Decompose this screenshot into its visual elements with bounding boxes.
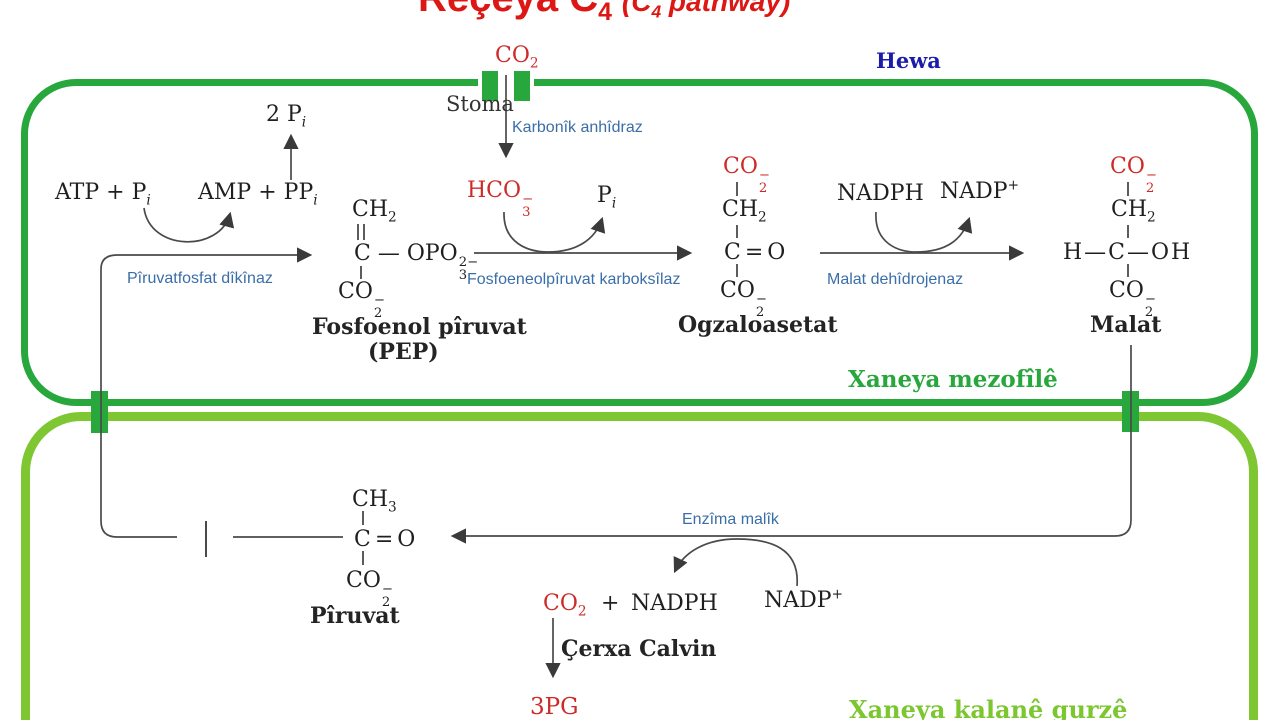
oaa-co2-top: CO−2 — [723, 154, 770, 197]
nadp-label: NADP+ — [940, 177, 1020, 204]
malate-ch2: CH2 — [1111, 197, 1156, 226]
co2-atmospheric-label: CO2 — [495, 43, 539, 72]
stoma-guard-bar-right — [514, 71, 530, 101]
pep-name: Fosfoenol pîruvat — [312, 314, 527, 340]
pyruvate-name: Pîruvat — [310, 603, 400, 629]
oaa-c-o: C=O — [724, 240, 790, 265]
pyruvate-co2: CO−2 — [346, 568, 393, 611]
page-title: Rêçeya C4 (C4 pathway) — [418, 0, 791, 26]
pyruvate-ch3: CH3 — [352, 487, 397, 516]
bundle-sheath-cell-label: Xaneya kalanê gurzê — [849, 695, 1128, 720]
title-paren: (C4 pathway) — [621, 0, 791, 22]
pyruvate-c-o: C=O — [354, 527, 420, 552]
calvin-cycle-label: Çerxa Calvin — [561, 636, 717, 662]
mesophyll-cell-label: Xaneya mezofîlê — [848, 366, 1058, 393]
hco3-label: HCO−3 — [467, 178, 534, 221]
amp-label: AMP + PPi — [198, 180, 318, 209]
two-pi-label: 2 Pi — [266, 102, 307, 131]
malate-hcoh: H—C—OH — [1063, 240, 1193, 265]
malate-co2-top: CO−2 — [1110, 154, 1157, 197]
co2-released-label: CO2 — [543, 591, 587, 620]
nadp-label-lower: NADP+ — [764, 586, 844, 613]
oaa-ch2: CH2 — [722, 197, 767, 226]
threepg-label: 3PG — [530, 694, 579, 720]
pep-abbrev: (PEP) — [368, 339, 439, 365]
pep-co2: CO−2 — [338, 279, 385, 322]
stoma-guard-bar-left — [482, 71, 498, 101]
pepc-enzyme-label: Fosfoeneolpîruvat karboksîlaz — [467, 271, 681, 288]
nadph-label-lower: NADPH — [631, 591, 718, 616]
bundle-sheath-cell-outline — [21, 412, 1258, 720]
atp-label: ATP + Pi — [55, 180, 151, 209]
malate-co2-bottom: CO−2 — [1109, 278, 1156, 321]
malic-enzyme-label: Enzîma malîk — [682, 511, 779, 528]
oaa-co2-bottom: CO−2 — [720, 278, 767, 321]
plasmodesma-left — [91, 391, 108, 433]
air-label: Hewa — [876, 48, 941, 73]
nadph-label: NADPH — [837, 181, 924, 206]
plus-sign: + — [601, 591, 620, 616]
carbonic-anhydrase-label: Karbonîk anhîdraz — [512, 119, 643, 136]
plasmodesma-right — [1122, 391, 1139, 432]
oaa-name: Ogzaloasetat — [678, 312, 838, 338]
mdh-enzyme-label: Malat dehîdrojenaz — [827, 271, 964, 288]
pep-ch2: CH2 — [352, 197, 397, 226]
stoma-label: Stoma — [446, 92, 514, 116]
ppdk-enzyme-label: Pîruvatfosfat dîkînaz — [127, 270, 273, 287]
pi-label: Pi — [597, 183, 617, 212]
title-main: Rêçeya C4 — [418, 0, 612, 26]
malate-name: Malat — [1090, 312, 1162, 338]
